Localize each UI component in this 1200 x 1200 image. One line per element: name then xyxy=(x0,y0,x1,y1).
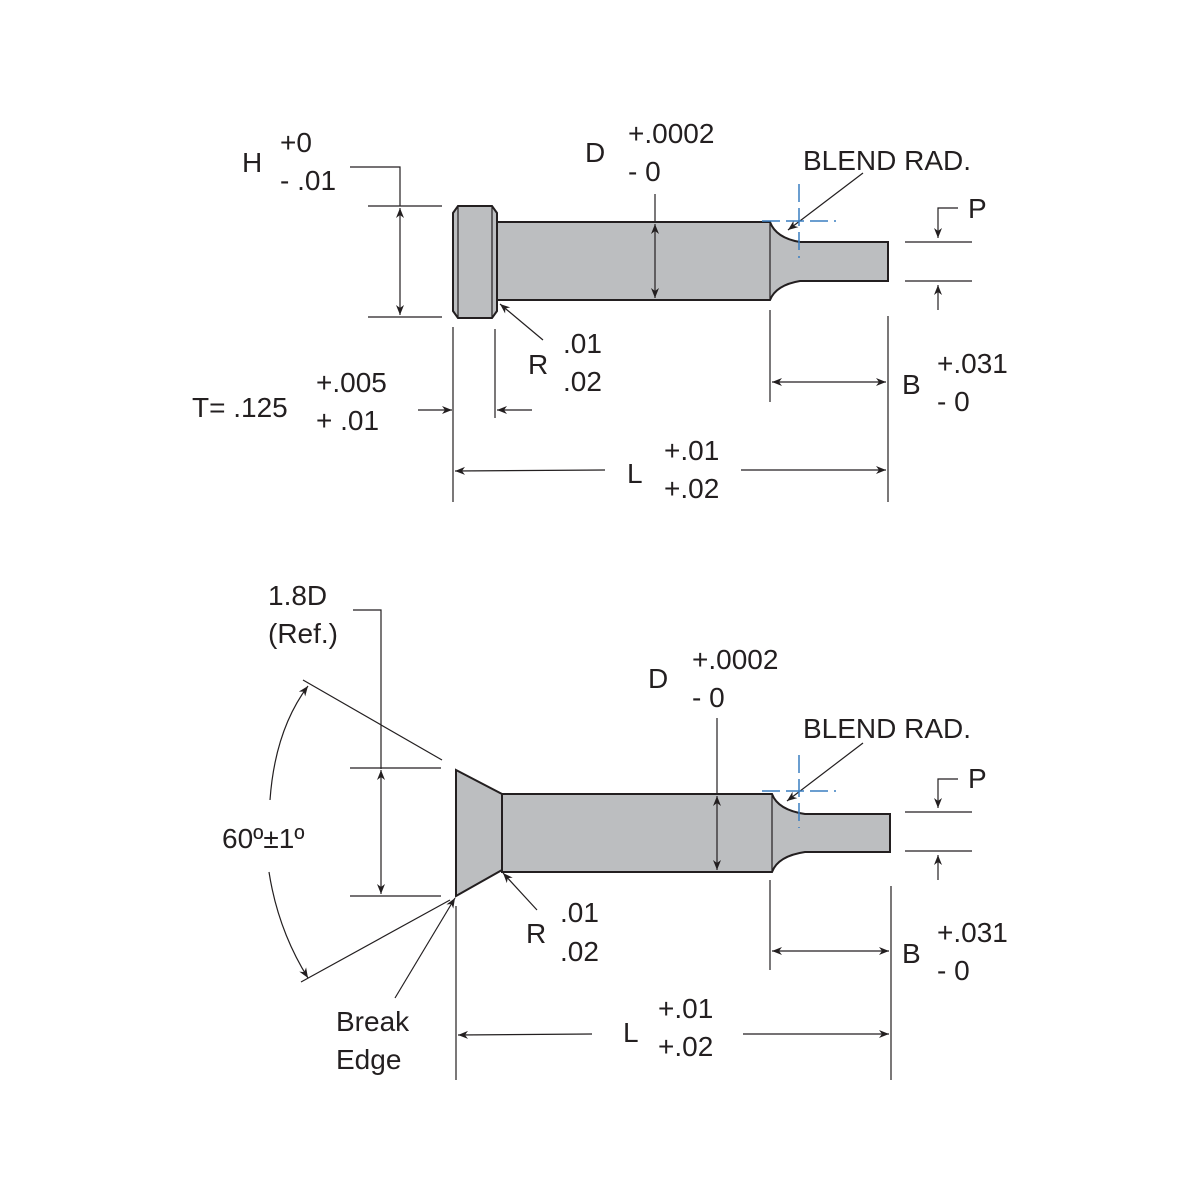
d-tol-plus: +.0002 xyxy=(628,118,714,149)
l2-tol-2: +.02 xyxy=(658,1031,713,1062)
r-leader xyxy=(499,303,544,341)
blend-rad-label: BLEND RAD. xyxy=(803,145,971,176)
l2-tol-1: +.01 xyxy=(658,993,713,1024)
top-shank xyxy=(496,221,889,301)
top-punch-body xyxy=(452,205,889,319)
l-label: L xyxy=(627,458,643,489)
b2-tol-minus: - 0 xyxy=(937,955,970,986)
p2-label: P xyxy=(968,763,987,794)
l-tol-1: +.01 xyxy=(664,435,719,466)
p-arrow-top xyxy=(934,207,958,238)
top-head xyxy=(452,205,498,319)
blend-rad-label-2: BLEND RAD. xyxy=(803,713,971,744)
break-edge-line-2: Edge xyxy=(336,1044,401,1075)
b2-tol-plus: +.031 xyxy=(937,917,1008,948)
ref-line-2: (Ref.) xyxy=(268,618,338,649)
h-label: H xyxy=(242,147,262,178)
break-edge-line-1: Break xyxy=(336,1006,410,1037)
h-leader xyxy=(350,166,401,206)
top-view: H +0 - .01 D +.0002 - 0 BLEND RAD. P R .… xyxy=(192,118,1008,504)
bottom-view: 1.8D (Ref.) 60º±1º D +.0002 - 0 BLEND RA… xyxy=(222,580,1008,1080)
r-value-1: .01 xyxy=(563,328,602,359)
h-tol-plus: +0 xyxy=(280,127,312,158)
bottom-punch-body xyxy=(455,768,891,898)
angle-arc-upper xyxy=(269,685,309,801)
break-edge-leader xyxy=(394,897,456,999)
angle-label: 60º±1º xyxy=(222,823,305,854)
angle-ext-upper xyxy=(302,679,443,761)
r-value-2: .02 xyxy=(563,366,602,397)
r2-value-1: .01 xyxy=(560,897,599,928)
b2-label: B xyxy=(902,938,921,969)
b-tol-plus: +.031 xyxy=(937,348,1008,379)
p-label: P xyxy=(968,193,987,224)
r2-label: R xyxy=(526,918,546,949)
bottom-shank xyxy=(501,793,891,873)
r2-value-2: .02 xyxy=(560,936,599,967)
b-tol-minus: - 0 xyxy=(937,386,970,417)
ref-line-1: 1.8D xyxy=(268,580,327,611)
d2-label: D xyxy=(648,663,668,694)
d2-tol-minus: - 0 xyxy=(692,682,725,713)
l-tol-2: +.02 xyxy=(664,473,719,504)
t-tol-2: + .01 xyxy=(316,405,379,436)
t-label: T= .125 xyxy=(192,392,288,423)
d2-tol-plus: +.0002 xyxy=(692,644,778,675)
l2-label: L xyxy=(623,1017,639,1048)
l2-arrow-left xyxy=(457,1030,593,1039)
r-label: R xyxy=(528,349,548,380)
angle-arc-lower xyxy=(268,871,309,979)
d-label: D xyxy=(585,137,605,168)
h-tol-minus: - .01 xyxy=(280,165,336,196)
angle-ext-lower xyxy=(300,899,451,983)
t-tol-1: +.005 xyxy=(316,367,387,398)
b-label: B xyxy=(902,369,921,400)
p2-arrow-top xyxy=(934,778,958,808)
countersunk-head xyxy=(455,768,503,898)
r2-leader xyxy=(502,872,538,911)
ref-leader xyxy=(353,609,382,769)
d-tol-minus: - 0 xyxy=(628,156,661,187)
l-arrow-left xyxy=(454,466,606,475)
